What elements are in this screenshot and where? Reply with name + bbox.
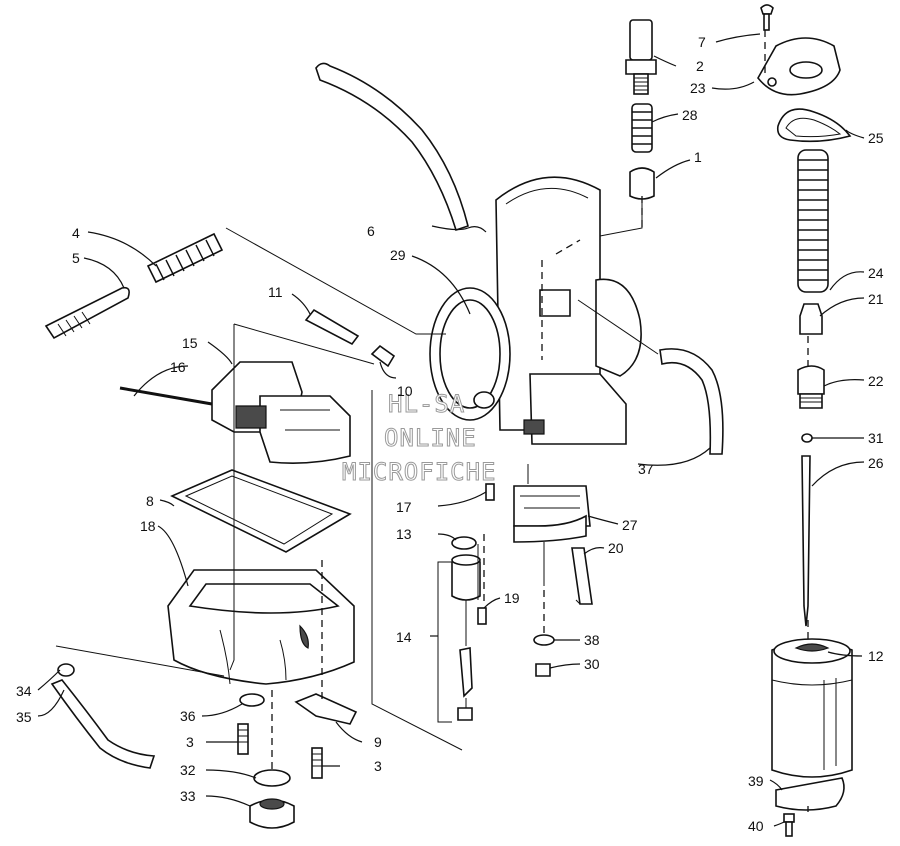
callout-16: 16 — [170, 359, 186, 375]
part-jet-o-ring — [451, 536, 477, 550]
callout-9: 9 — [374, 734, 382, 750]
callout-7: 7 — [698, 34, 706, 50]
callout-6: 6 — [367, 223, 375, 239]
callout-3-right: 3 — [374, 758, 382, 774]
leader-lines — [37, 33, 865, 827]
callout-32: 32 — [180, 762, 196, 778]
callout-34: 34 — [16, 683, 32, 699]
callout-25: 25 — [868, 130, 884, 146]
callout-36: 36 — [180, 708, 196, 724]
part-body-screw — [485, 483, 495, 501]
callout-15: 15 — [182, 335, 198, 351]
part-bowl-screw-left — [237, 723, 249, 755]
part-vent-tube-right — [659, 348, 724, 455]
part-valve-seat — [457, 707, 473, 721]
part-slide-screw — [783, 813, 795, 837]
callout-21: 21 — [868, 291, 884, 307]
callout-24: 24 — [868, 265, 884, 281]
part-top-cap — [757, 37, 841, 96]
callout-labels: 1 2 3 3 4 5 6 7 8 9 10 11 12 13 14 15 16… — [16, 34, 884, 834]
callout-27: 27 — [622, 517, 638, 533]
watermark: HL-SA ONLINE MICROFICHE — [342, 390, 497, 487]
part-bowl-screw-right — [311, 747, 323, 779]
part-drain-o-ring — [253, 769, 291, 787]
callout-39: 39 — [748, 773, 764, 789]
callout-8: 8 — [146, 493, 154, 509]
callout-26: 26 — [868, 455, 884, 471]
assembly-lines — [55, 200, 659, 751]
part-idle-spring — [146, 232, 224, 284]
callout-30: 30 — [584, 656, 600, 672]
callout-23: 23 — [690, 80, 706, 96]
callout-38: 38 — [584, 632, 600, 648]
callout-2: 2 — [696, 58, 704, 74]
part-bracket — [294, 693, 358, 725]
part-drain-plug — [249, 798, 295, 829]
part-needle-holder — [797, 365, 825, 409]
callout-11: 11 — [268, 284, 283, 300]
callout-13: 13 — [396, 526, 412, 542]
callout-22: 22 — [868, 373, 884, 389]
callout-14: 14 — [396, 629, 412, 645]
callout-29: 29 — [390, 247, 406, 263]
part-jet-needle — [801, 455, 811, 627]
part-throttle-slide — [771, 638, 853, 778]
watermark-line-1: HL-SA — [388, 390, 465, 418]
part-float-bowl — [167, 569, 355, 685]
part-drain-washer — [239, 693, 265, 707]
part-float-pin — [119, 386, 213, 406]
callout-1: 1 — [694, 149, 702, 165]
callout-37: 37 — [638, 461, 654, 477]
callout-17: 17 — [396, 499, 412, 515]
group-bracket-14 — [437, 561, 452, 723]
watermark-line-3: MICROFICHE — [342, 458, 497, 486]
part-cable-adjuster — [625, 19, 657, 95]
callout-4: 4 — [72, 225, 80, 241]
part-screw-top-cap — [760, 4, 774, 31]
part-drain-tube — [50, 679, 156, 769]
callout-20: 20 — [608, 540, 624, 556]
callout-33: 33 — [180, 788, 196, 804]
part-needle-valve — [459, 647, 473, 698]
part-choke-housing — [513, 485, 591, 543]
part-choke-plunger — [571, 547, 593, 605]
part-idle-screw — [44, 286, 130, 340]
part-float-screw — [477, 607, 487, 625]
callout-35: 35 — [16, 709, 32, 725]
part-cap-nut — [629, 167, 655, 200]
part-needle-clip — [801, 433, 813, 443]
part-main-jet-washer — [533, 634, 555, 646]
part-throttle-spring — [797, 149, 829, 293]
part-tube-clamp — [57, 663, 75, 677]
callout-10: 10 — [397, 383, 413, 399]
part-pilot-screw — [304, 308, 360, 346]
assembly-axes — [271, 30, 809, 812]
part-needle-jet — [451, 554, 481, 601]
callout-3-left: 3 — [186, 734, 194, 750]
callout-19: 19 — [504, 590, 520, 606]
part-float — [211, 361, 351, 464]
part-spring-seat — [799, 303, 823, 335]
callout-12: 12 — [868, 648, 884, 664]
callout-28: 28 — [682, 107, 698, 123]
part-carburetor-body — [429, 176, 642, 445]
part-slide-plate — [775, 777, 845, 811]
part-pilot-nut — [370, 344, 396, 368]
watermark-line-2: ONLINE — [384, 424, 477, 452]
part-adjuster-spring — [631, 103, 653, 153]
callout-18: 18 — [140, 518, 156, 534]
part-float-bowl-gasket — [170, 469, 352, 553]
callout-40: 40 — [748, 818, 764, 834]
callout-5: 5 — [72, 250, 80, 266]
part-vent-tube-upper — [315, 62, 469, 232]
part-main-jet-nut — [535, 663, 551, 677]
callout-31: 31 — [868, 430, 884, 446]
part-top-gasket — [776, 108, 852, 143]
